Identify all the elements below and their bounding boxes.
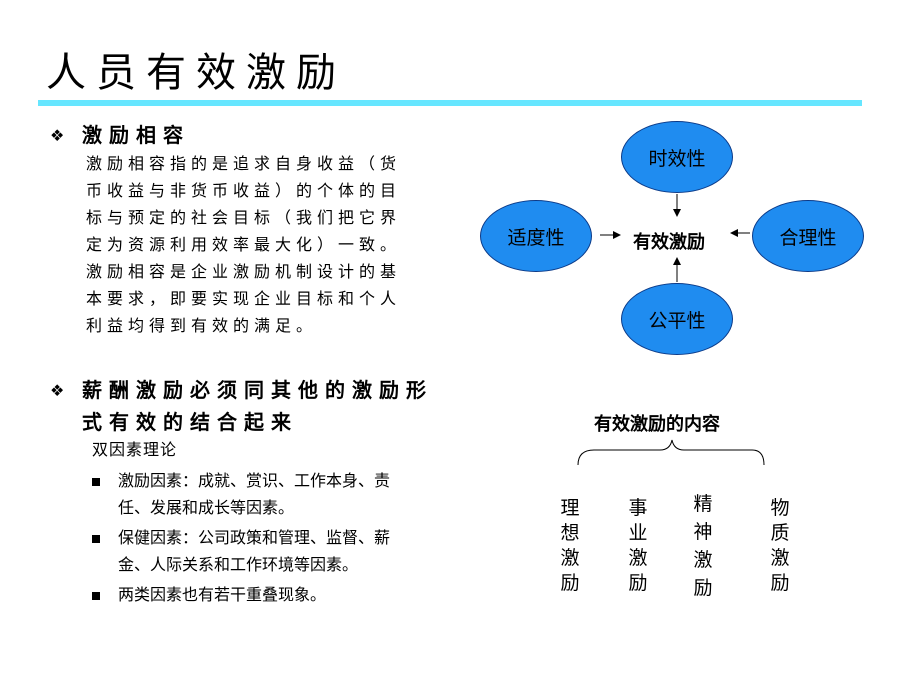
char: 物 — [770, 497, 790, 519]
timeliness-label: 时效性 — [648, 147, 706, 170]
list-item: 激励因素：成就、赏识、工作本身、责 任、发展和成长等因素。 — [92, 467, 472, 521]
bullet-text-line: 激励因素：成就、赏识、工作本身、责 — [118, 471, 391, 490]
rationality-label: 合理性 — [779, 226, 837, 249]
content-brace — [577, 439, 765, 466]
char: 想 — [560, 522, 580, 544]
char: 精 — [693, 493, 713, 515]
square-bullet-icon — [92, 592, 100, 600]
diamond-bullet-icon: ❖ — [50, 126, 65, 145]
paragraph-line: 币收益与非货币收益）的个体的目 — [86, 181, 402, 200]
list-item: 两类因素也有若干重叠现象。 — [92, 581, 472, 608]
paragraph-line: 定为资源利用效率最大化）一致。 — [86, 235, 402, 254]
timeliness-circle: 时效性 — [621, 121, 733, 193]
fairness-circle: 公平性 — [621, 283, 733, 355]
diamond-bullet-icon: ❖ — [50, 381, 65, 400]
moderation-label: 适度性 — [507, 226, 565, 249]
career-incentive-label: 事 业 激 励 — [626, 496, 650, 596]
char: 励 — [560, 572, 580, 594]
paragraph-line: 利益均得到有效的满足。 — [86, 316, 318, 335]
ideal-incentive-label: 理 想 激 励 — [558, 496, 582, 596]
bullet-text-line: 保健因素：公司政策和管理、监督、薪 — [118, 528, 391, 547]
paragraph-line: 激励相容指的是追求自身收益（货 — [86, 154, 402, 173]
char: 事 — [628, 497, 648, 519]
char: 业 — [628, 522, 648, 544]
spiritual-incentive-label: 精 神 激 励 — [691, 490, 715, 602]
char: 神 — [693, 521, 713, 543]
bullet-text-line: 两类因素也有若干重叠现象。 — [118, 585, 327, 604]
paragraph-line: 本要求，即要实现企业目标和个人 — [86, 289, 402, 308]
char: 激 — [628, 547, 648, 569]
incentive-content-title: 有效激励的内容 — [594, 414, 720, 435]
square-bullet-icon — [92, 535, 100, 543]
char: 理 — [560, 497, 580, 519]
section-heading-incentive-compatibility: 激励相容 — [82, 123, 190, 147]
factor-bullet-list: 激励因素：成就、赏识、工作本身、责 任、发展和成长等因素。 保健因素：公司政策和… — [92, 467, 472, 611]
char: 激 — [560, 547, 580, 569]
incentive-compatibility-paragraph: 激励相容指的是追求自身收益（货 币收益与非货币收益）的个体的目 标与预定的社会目… — [86, 150, 456, 339]
material-incentive-label: 物 质 激 励 — [768, 496, 792, 596]
list-item: 保健因素：公司政策和管理、监督、薪 金、人际关系和工作环境等因素。 — [92, 524, 472, 578]
bullet-text-line: 任、发展和成长等因素。 — [118, 498, 295, 517]
page-title: 人员有效激励 — [46, 50, 346, 96]
char: 励 — [628, 572, 648, 594]
two-factor-theory-label: 双因素理论 — [92, 440, 178, 459]
square-bullet-icon — [92, 478, 100, 486]
effective-incentive-center-label: 有效激励 — [633, 232, 705, 253]
fairness-label: 公平性 — [648, 309, 706, 332]
bullet-text-line: 金、人际关系和工作环境等因素。 — [118, 555, 359, 574]
char: 励 — [770, 572, 790, 594]
char: 激 — [693, 549, 713, 571]
char: 励 — [693, 577, 713, 599]
char: 质 — [770, 522, 790, 544]
paragraph-line: 激励相容是企业激励机制设计的基 — [86, 262, 402, 281]
char: 激 — [770, 547, 790, 569]
section-heading-salary-incentive: 薪酬激励必须同其他的激励形 — [82, 378, 433, 402]
moderation-circle: 适度性 — [480, 200, 592, 272]
rationality-circle: 合理性 — [752, 200, 864, 272]
section-heading-salary-incentive-cont: 式有效的结合起来 — [82, 410, 298, 434]
paragraph-line: 标与预定的社会目标（我们把它界 — [86, 208, 402, 227]
title-underline — [38, 100, 862, 106]
